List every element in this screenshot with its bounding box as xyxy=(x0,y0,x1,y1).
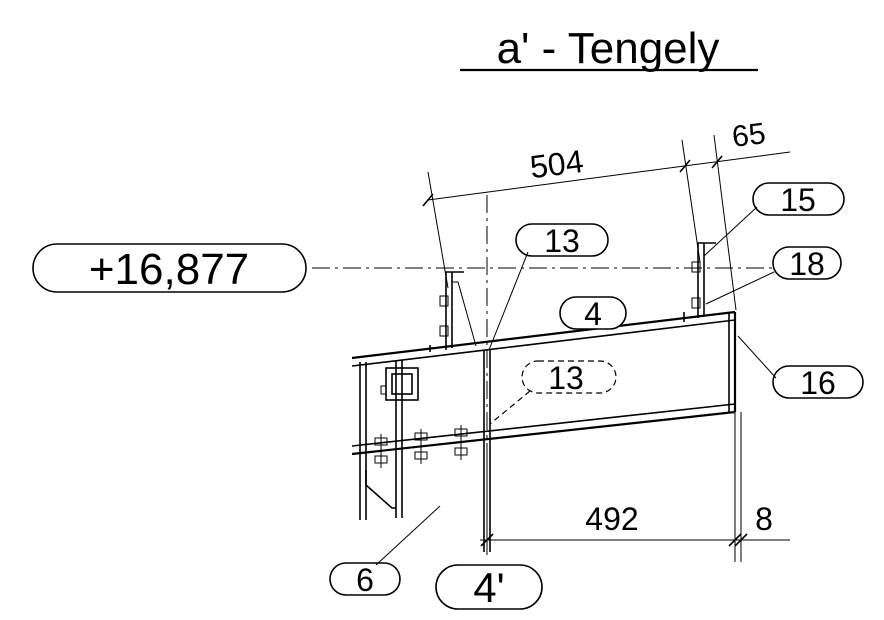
grid-bubble-4prime xyxy=(435,564,543,610)
elevation-label: +16,877 xyxy=(89,245,249,294)
callout-label-4: 4 xyxy=(584,296,602,332)
callout-label-6: 6 xyxy=(356,562,374,598)
callout-bubble-13-top xyxy=(515,223,609,257)
top-dim-extension-mid xyxy=(681,139,701,263)
dim-492-label: 492 xyxy=(585,501,638,537)
callout-label-18: 18 xyxy=(789,246,825,282)
beam-top-flange-outer xyxy=(351,310,736,360)
gusset-plate xyxy=(365,470,396,509)
beam-bottom-flange-outer xyxy=(351,410,736,456)
grid-label-4prime: 4' xyxy=(473,564,504,611)
bottom-dim-tick-mid xyxy=(728,533,742,547)
callout-label-16: 16 xyxy=(800,365,836,401)
callout-bubble-15 xyxy=(752,182,845,216)
top-dim-extension-left xyxy=(427,171,449,289)
top-dim-tick-left xyxy=(422,193,434,207)
dim-8-label: 8 xyxy=(755,501,773,537)
left-purlin-bolts xyxy=(439,295,449,337)
callout-bubble-13-hidden xyxy=(521,360,617,394)
left-purlin-stiffener xyxy=(452,281,477,347)
elevation-bubble xyxy=(32,243,307,293)
left-purlin-bracket xyxy=(445,271,464,350)
square-tube-cleat xyxy=(380,385,387,395)
callout-bubble-4 xyxy=(559,296,627,330)
top-dim-tick-mid xyxy=(679,159,691,173)
dim-504-label: 504 xyxy=(528,143,585,185)
right-purlin-bolts xyxy=(691,261,701,309)
callout-leader-13-hidden xyxy=(489,390,531,425)
callout-label-15: 15 xyxy=(780,182,816,218)
top-dimension-line xyxy=(427,151,791,201)
right-purlin-bracket xyxy=(697,242,716,318)
callout-label-13-top: 13 xyxy=(544,223,580,259)
drawing-title: a' - Tengely xyxy=(497,24,720,73)
top-dim-tick-right xyxy=(711,155,723,169)
callout-bubble-16 xyxy=(772,365,864,399)
bolt-group-bottom xyxy=(374,425,468,468)
callout-leader-16 xyxy=(737,335,777,379)
callout-leader-13-top xyxy=(488,251,529,351)
callout-leader-15 xyxy=(703,206,758,257)
dim-65-label: 65 xyxy=(730,117,767,154)
beam-bottom-flange-inner xyxy=(351,403,736,447)
callout-label-13-hidden: 13 xyxy=(548,360,584,396)
callout-bubble-18 xyxy=(772,246,842,280)
square-tube-outer xyxy=(385,367,419,401)
bottom-dim-tick-left xyxy=(480,533,494,547)
callout-leader-18 xyxy=(705,271,775,305)
top-dim-extension-right xyxy=(713,134,737,311)
bottom-dim-tick-right xyxy=(734,533,748,547)
beam-top-flange-inner xyxy=(351,319,736,367)
callout-bubble-6 xyxy=(329,562,401,596)
square-tube-inner xyxy=(391,373,413,395)
callout-leader-6 xyxy=(375,505,441,566)
